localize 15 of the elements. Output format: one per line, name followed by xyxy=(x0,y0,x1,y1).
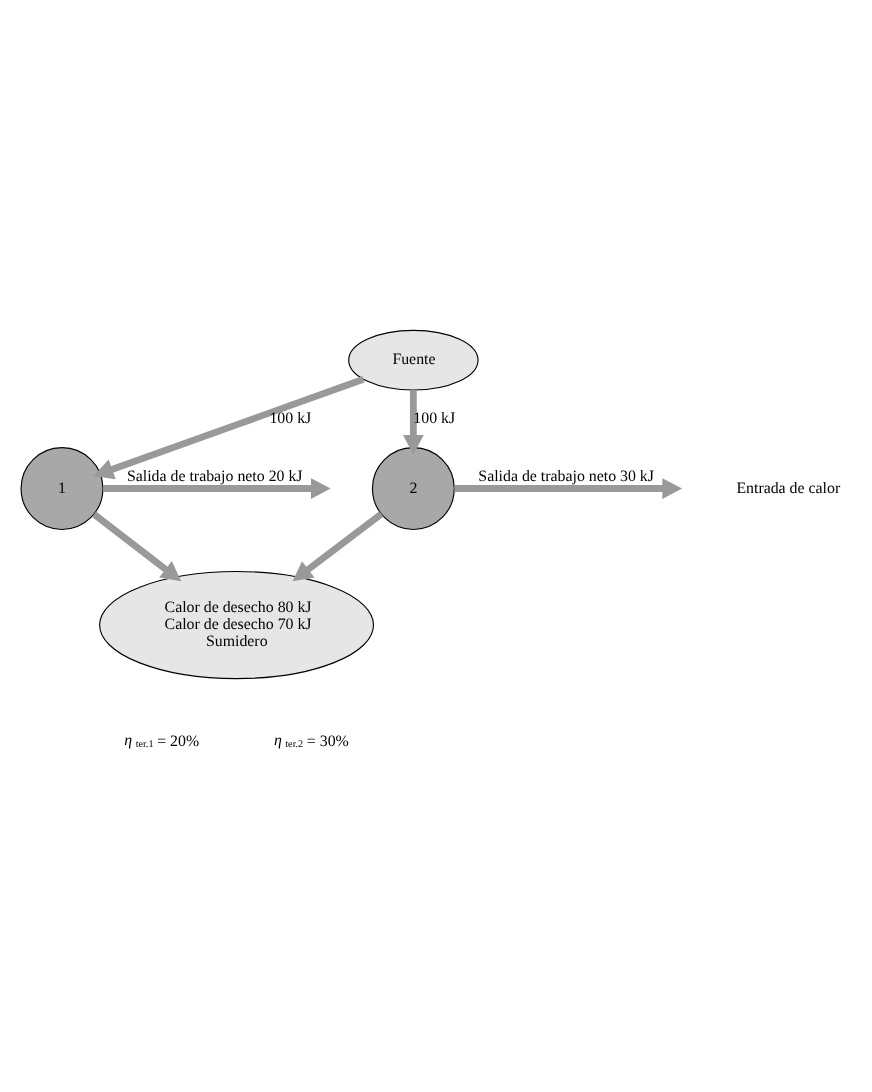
node-ellipse: Calor de desecho 80 kJ Calor de desecho 70 kJ Sumidero xyxy=(99,570,375,680)
edge-label: Salida de trabajo neto 20 kJ xyxy=(127,466,303,485)
arrow xyxy=(102,478,331,499)
node-circle: 1 xyxy=(20,447,104,531)
arrow xyxy=(454,478,683,499)
arrow xyxy=(91,511,182,582)
node-ellipse: Fuente xyxy=(348,329,479,391)
arrow xyxy=(292,511,384,582)
edge-label: Salida de trabajo neto 30 kJ xyxy=(478,466,654,485)
arrow xyxy=(402,389,424,455)
edge-label: 100 kJ xyxy=(413,408,456,427)
label: Entrada de calor xyxy=(736,479,841,498)
node-circle: 2 xyxy=(371,447,455,531)
edge-label: 100 kJ xyxy=(269,408,312,427)
arrow xyxy=(93,376,365,480)
